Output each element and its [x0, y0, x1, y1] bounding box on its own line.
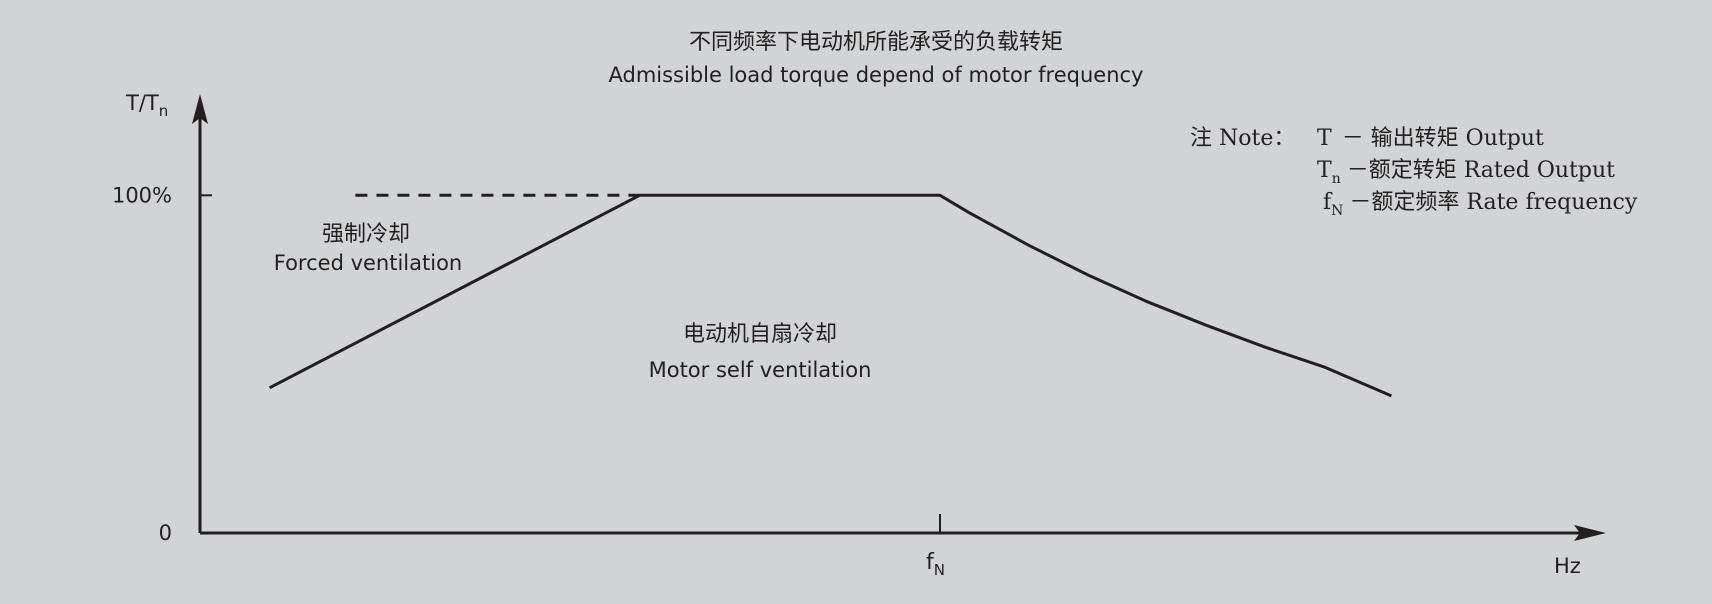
x-ticks: fN	[926, 514, 945, 579]
series-layer	[268, 193, 1392, 398]
note-line-fn-text: －额定频率 Rate frequency	[1349, 190, 1637, 215]
x-tick-label-0: fN	[926, 550, 945, 579]
x-tick-label-sub-0: N	[934, 561, 945, 579]
chart-subtitle: Admissible load torque depend of motor f…	[609, 63, 1144, 87]
note-prefix: 注 Note：	[1190, 126, 1295, 151]
note-line-t: T － 输出转矩 Output	[1317, 126, 1544, 151]
x-axis-label: Hz	[1554, 554, 1581, 578]
annotation-forced-cn: 强制冷却	[322, 222, 410, 247]
note-line-fn-sym: f	[1323, 190, 1333, 215]
note-line-t-text: － 输出转矩 Output	[1342, 126, 1544, 151]
note-line-tn-sub: n	[1332, 171, 1341, 187]
note-line-fn-sub: N	[1331, 203, 1343, 219]
note-line-fn: fN －额定频率 Rate frequency	[1323, 190, 1638, 219]
note-block: 注 Note： T － 输出转矩 Output Tn －额定转矩 Rated Out…	[1190, 126, 1638, 219]
note-line-tn: Tn －额定转矩 Rated Output	[1317, 158, 1615, 187]
x-axis-arrow	[1574, 525, 1606, 541]
chart-title: 不同频率下电动机所能承受的负载转矩	[689, 30, 1063, 55]
series-line-solid	[268, 193, 1392, 398]
annotation-forced-en: Forced ventilation	[274, 251, 462, 275]
y-axis-label-main: T/T	[125, 91, 159, 115]
x-tick-label-main-0: f	[926, 550, 935, 575]
y-axis-label-sub: n	[159, 102, 169, 120]
y-axis-label: T/Tn	[125, 91, 168, 120]
note-line-t-sym: T	[1317, 126, 1332, 151]
note-line-tn-text: －额定转矩 Rated Output	[1347, 158, 1615, 183]
y-tick-label-0: 0	[159, 521, 172, 545]
annotation-self-en: Motor self ventilation	[649, 358, 872, 382]
y-tick-label-1: 100%	[112, 183, 172, 207]
y-ticks: 0 100%	[112, 183, 212, 545]
annotation-self-cn: 电动机自扇冷却	[683, 322, 837, 347]
note-line-tn-sym: T	[1317, 158, 1332, 183]
y-axis-arrow	[192, 94, 208, 124]
